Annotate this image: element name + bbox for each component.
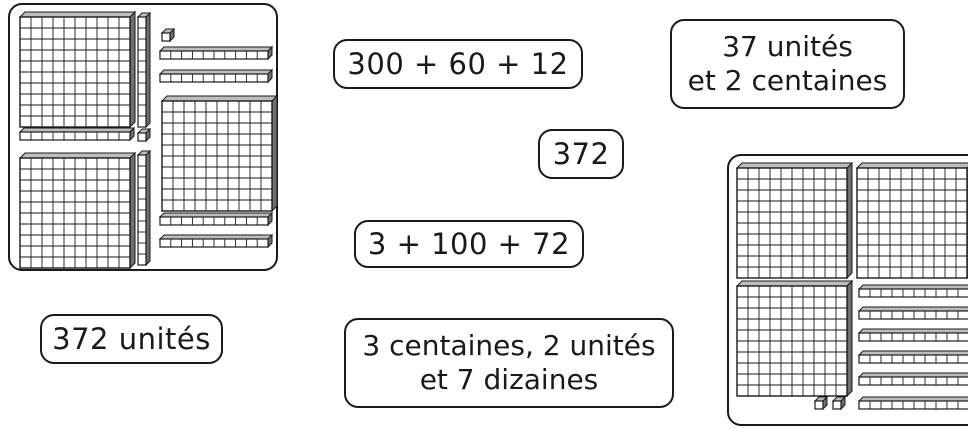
ten-rod [136, 149, 152, 267]
ten-rod [857, 396, 968, 410]
ten-rod [857, 328, 968, 342]
unit-cube [160, 27, 176, 43]
base-ten-blocks-right [735, 161, 968, 411]
hundred-flat [855, 162, 968, 280]
ten-rod [136, 11, 152, 129]
hundred-flat [18, 151, 137, 270]
unit-cube [136, 127, 152, 143]
ten-rod [158, 45, 274, 61]
card-words-line2: et 7 dizaines [419, 363, 599, 396]
ten-rod [158, 233, 274, 249]
ten-rod [158, 211, 274, 227]
base-ten-panel-left [8, 3, 279, 271]
card-units-and-hundreds-line2: et 2 centaines [687, 64, 888, 97]
ten-rod [857, 350, 968, 364]
ten-rod [857, 372, 968, 386]
card-mixed-sum[interactable]: 3 + 100 + 72 [354, 220, 584, 268]
unit-cube [813, 395, 829, 411]
ten-rod [857, 284, 968, 298]
unit-cube [831, 395, 847, 411]
ten-rod [158, 68, 274, 84]
card-words-line1: 3 centaines, 2 unités [362, 329, 656, 362]
hundred-flat [735, 279, 854, 398]
hundred-flat [160, 94, 279, 213]
hundred-flat [18, 10, 137, 129]
card-units-and-hundreds[interactable]: 37 unités et 2 centaines [670, 19, 905, 109]
base-ten-blocks-left [18, 10, 279, 270]
card-units-label[interactable]: 372 unités [40, 314, 223, 364]
card-number-text: 372 [552, 137, 610, 171]
ten-rod [18, 126, 136, 142]
card-mixed-sum-text: 3 + 100 + 72 [367, 227, 571, 261]
card-expanded-sum-text: 300 + 60 + 12 [347, 47, 569, 81]
card-units-label-text: 372 unités [52, 322, 211, 356]
card-expanded-sum[interactable]: 300 + 60 + 12 [333, 39, 583, 89]
ten-rod [857, 306, 968, 320]
card-units-and-hundreds-line1: 37 unités [722, 30, 853, 63]
base-ten-panel-right [727, 154, 968, 426]
card-number[interactable]: 372 [538, 129, 624, 179]
card-words[interactable]: 3 centaines, 2 unités et 7 dizaines [344, 318, 674, 408]
hundred-flat [735, 161, 854, 280]
